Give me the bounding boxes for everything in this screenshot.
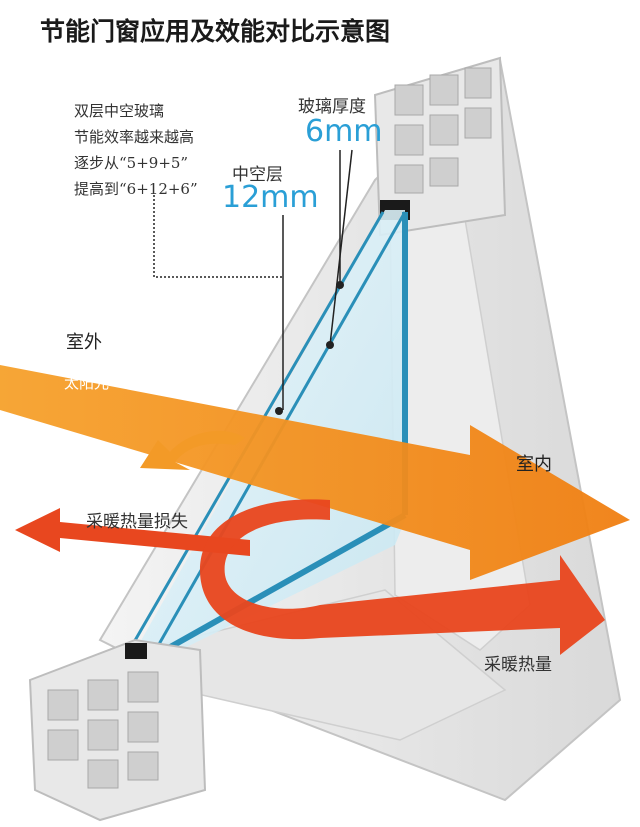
glass-thickness-label: 玻璃厚度 <box>298 97 366 117</box>
note-line-4: 提高到“6+12+6” <box>74 180 198 198</box>
note-line-2: 节能效率越来越高 <box>74 128 195 146</box>
note-line-1: 双层中空玻璃 <box>74 102 165 120</box>
note-line-3: 逐步从“5+9+5” <box>74 154 189 172</box>
air-layer-dot <box>275 407 283 415</box>
air-layer-label: 中空层 <box>232 165 283 185</box>
glass-thickness-value: 6mm <box>305 114 383 149</box>
heating-arrow <box>200 499 605 655</box>
glass-thickness-dot-2 <box>326 341 334 349</box>
sunlight-arrow <box>0 365 630 580</box>
indoor-label: 室内 <box>516 454 552 475</box>
heating-label: 采暖热量 <box>484 655 552 675</box>
outdoor-label: 室外 <box>66 332 102 353</box>
diagram-title: 节能门窗应用及效能对比示意图 <box>40 17 391 46</box>
heat-loss-arrow <box>15 508 250 556</box>
sunlight-reflection-arrow <box>140 430 245 470</box>
bottom-frame-section <box>28 638 207 822</box>
heat-loss-label: 采暖热量损失 <box>86 512 188 532</box>
glass-edge-bottom <box>163 512 407 653</box>
sunlight-label: 太阳光 <box>64 374 110 392</box>
glass-thickness-leader-2 <box>329 149 353 346</box>
top-frame-section <box>373 56 507 237</box>
air-layer-value: 12mm <box>222 180 319 215</box>
note-leader-line <box>153 195 283 278</box>
glass-thickness-dot-1 <box>336 281 344 289</box>
